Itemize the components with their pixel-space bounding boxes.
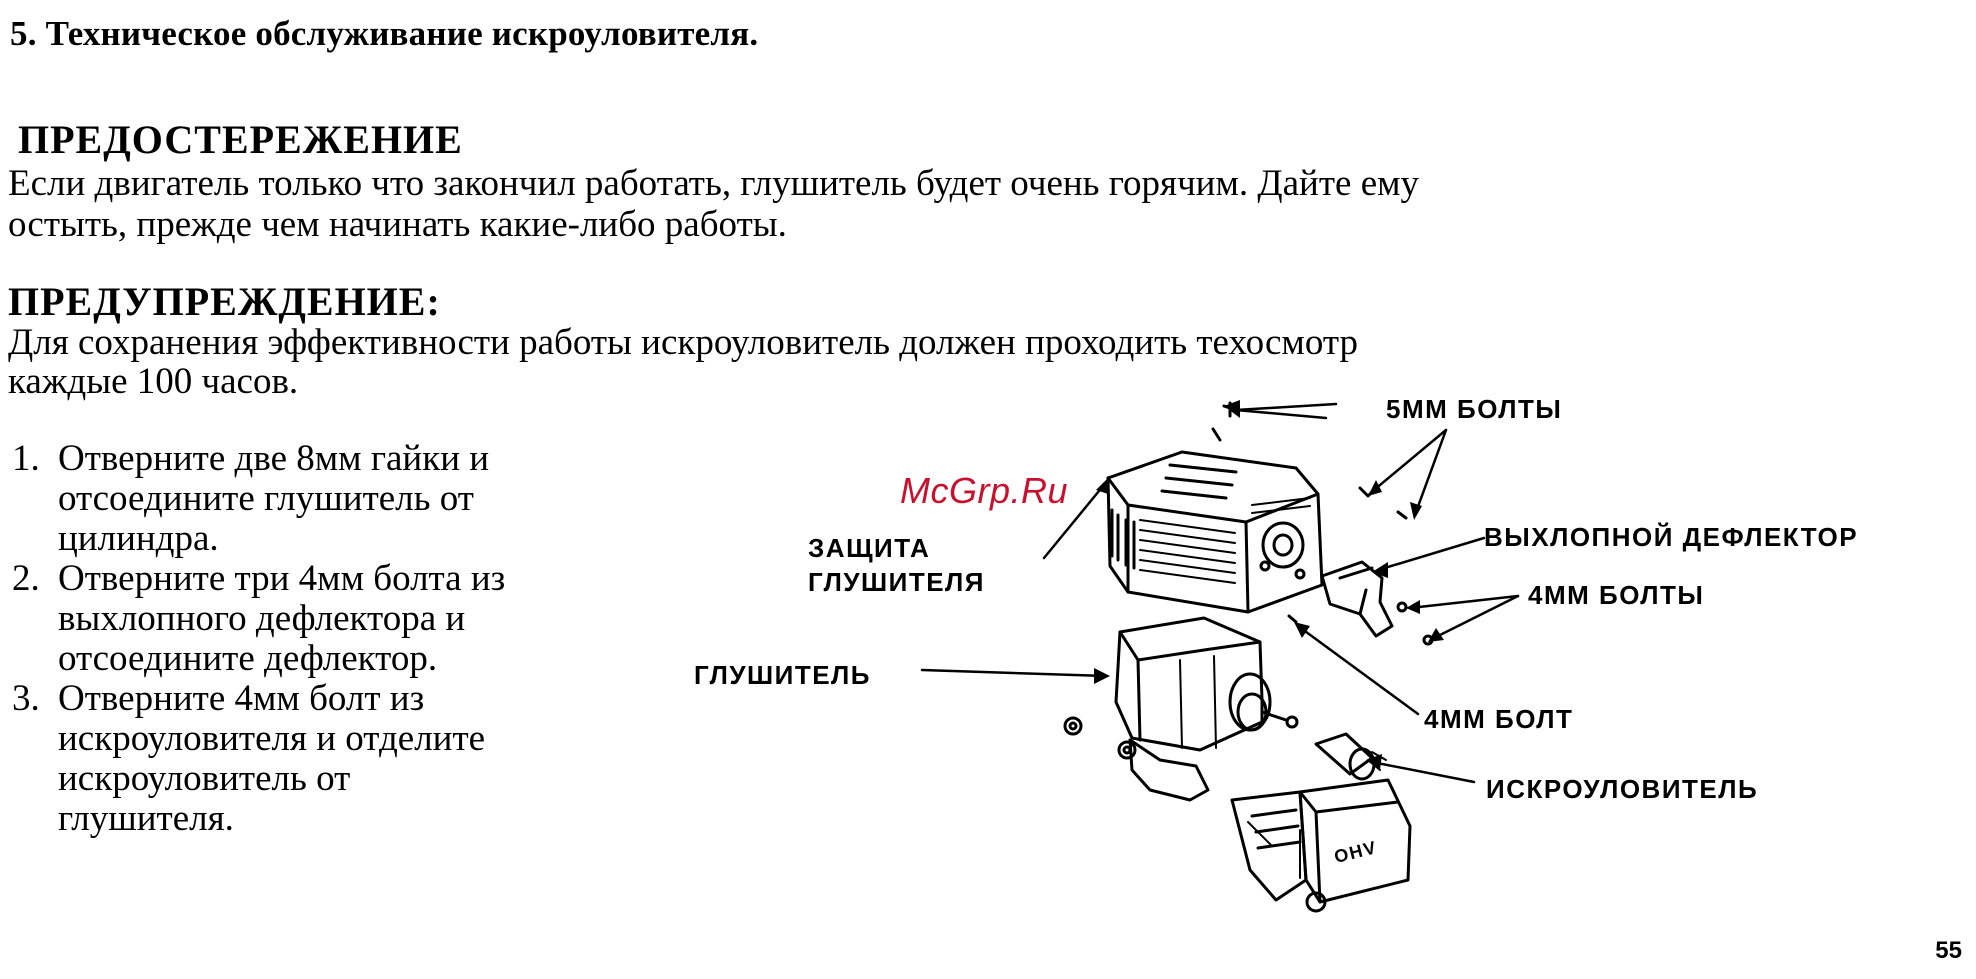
label-muffler-guard-line2: ГЛУШИТЕЛЯ [808,567,985,597]
arrowheads [1094,400,1444,770]
step-line: выхлопного дефлектора и [58,598,466,639]
section-title: 5. Техническое обслуживание искроуловите… [10,14,759,53]
step-number: 1. [12,438,40,479]
watermark: McGrp.Ru [900,470,1069,511]
step-text: Отверните две 8мм гайки и отсоедините гл… [58,439,489,559]
step-line: отсоедините дефлектор. [58,638,438,679]
step-line: отсоедините глушитель от [58,478,474,519]
step-number: 2. [12,558,40,599]
exhaust-deflector-drawing [1320,560,1394,638]
warning-text: Для сохранения эффективности работы искр… [8,323,1358,401]
label-muffler-guard-line1: ЗАЩИТА [808,533,931,563]
engine-drawing [1230,778,1412,913]
step-line: Отверните 4мм болт из [58,678,425,719]
step-line: искроуловитель от [58,758,351,799]
step-line: глушителя. [58,798,234,839]
label-bolts-4mm: 4ММ БОЛТЫ [1528,580,1705,610]
caution-heading: ПРЕДОСТЕРЕЖЕНИЕ [18,117,463,162]
step-line: Отверните две 8мм гайки и [58,438,490,479]
step-item: 3. Отверните 4мм болт из искроуловителя … [12,679,505,839]
step-number: 3. [12,678,40,719]
step-text: Отверните три 4мм болта из выхлопного де… [58,559,505,679]
leader-lines [920,402,1520,784]
step-text: Отверните 4мм болт из искроуловителя и о… [58,679,485,839]
label-bolts-5mm: 5ММ БОЛТЫ [1386,394,1563,424]
warning-line: Для сохранения эффективности работы искр… [8,322,1358,363]
label-spark-arrester: ИСКРОУЛОВИТЕЛЬ [1486,774,1759,804]
label-bolt-4mm: 4ММ БОЛТ [1424,704,1574,734]
step-item: 2. Отверните три 4мм болта из выхлопного… [12,559,505,679]
caution-line: остыть, прежде чем начинать какие-либо р… [8,204,787,245]
warning-heading: ПРЕДУПРЕЖДЕНИЕ: [8,279,441,324]
warning-line: каждые 100 часов. [8,361,299,402]
label-exhaust-deflector: ВЫХЛОПНОЙ ДЕФЛЕКТОР [1484,522,1859,552]
page-number: 55 [1935,937,1962,964]
muffler-guard-drawing [1106,450,1324,614]
caution-text: Если двигатель только что закончил работ… [8,163,1419,245]
step-line: искроуловителя и отделите [58,718,486,759]
caution-line: Если двигатель только что закончил работ… [8,163,1420,204]
step-line: цилиндра. [58,518,219,559]
muffler-drawing [1063,616,1299,802]
label-muffler: ГЛУШИТЕЛЬ [694,660,871,690]
steps-list: 1. Отверните две 8мм гайки и отсоедините… [12,439,505,839]
step-item: 1. Отверните две 8мм гайки и отсоедините… [12,439,505,559]
step-line: Отверните три 4мм болта из [58,558,506,599]
